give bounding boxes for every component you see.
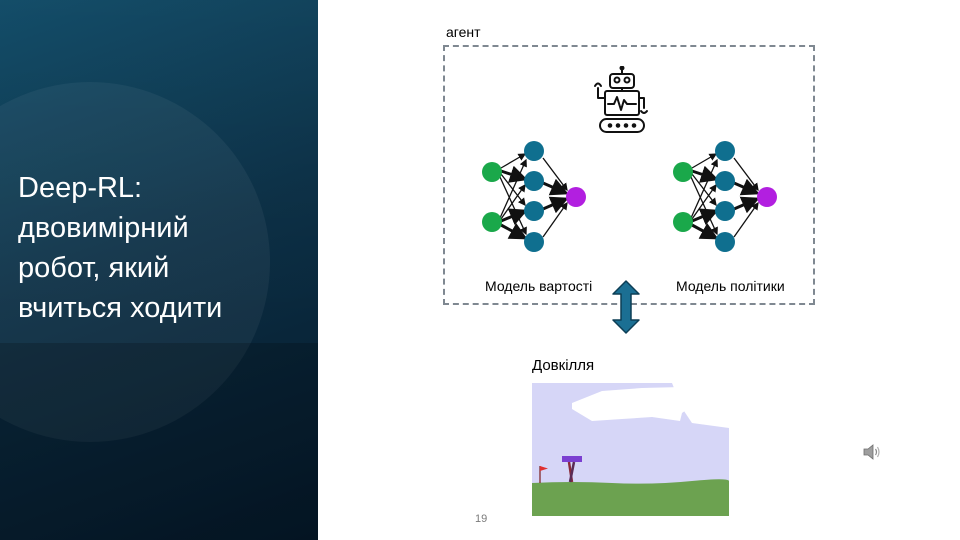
policy-model-label: Модель політики bbox=[676, 278, 785, 294]
value-model-label: Модель вартості bbox=[485, 278, 593, 294]
walker-robot bbox=[562, 456, 582, 483]
decorative-band bbox=[0, 0, 318, 343]
title-panel: Deep-RL: двовимірний робот, який вчиться… bbox=[0, 0, 318, 540]
robot-icon bbox=[594, 66, 648, 133]
environment-scene bbox=[532, 383, 729, 516]
slide-title: Deep-RL: двовимірний робот, який вчиться… bbox=[18, 172, 223, 324]
agent-label: агент bbox=[446, 24, 481, 40]
decorative-lower-band bbox=[0, 343, 318, 540]
policy-network-diagram bbox=[673, 141, 777, 252]
flag-icon bbox=[539, 466, 548, 483]
speaker-icon[interactable] bbox=[862, 442, 882, 462]
value-network-diagram bbox=[482, 141, 586, 252]
environment-label: Довкілля bbox=[532, 357, 595, 374]
page-number: 19 bbox=[475, 513, 488, 525]
double-arrow-icon bbox=[612, 280, 640, 334]
